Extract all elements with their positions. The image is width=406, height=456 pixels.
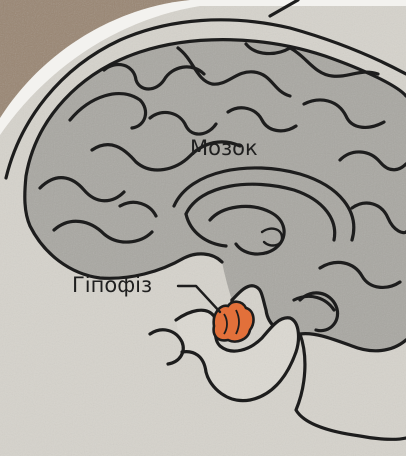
pituitary-label: Гіпофіз — [72, 273, 152, 297]
pituitary-gland — [214, 302, 254, 342]
brain-label: Мозок — [190, 136, 258, 160]
